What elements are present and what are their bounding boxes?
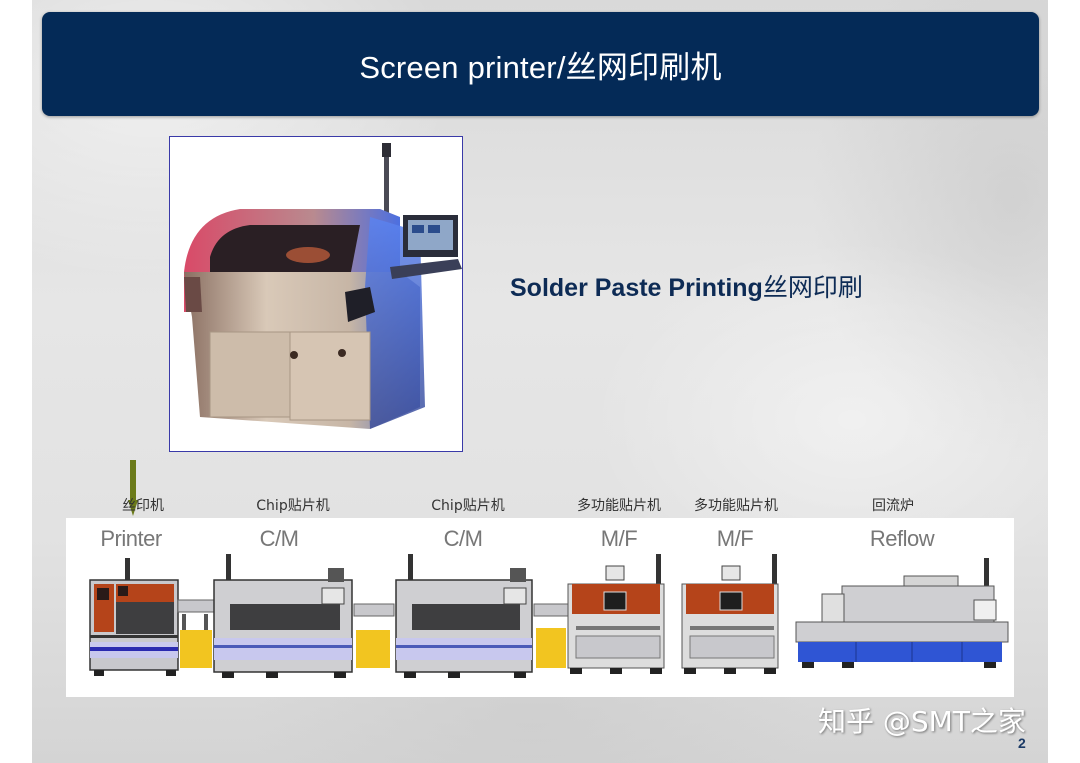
station-cn-label: Chip贴片机 [256, 498, 330, 514]
watermark: 知乎 @SMT之家 [818, 705, 1026, 738]
station-en-label: C/M [259, 526, 299, 551]
station-cn-label: 丝印机 [122, 498, 164, 514]
subtitle-en: Solder Paste Printing [510, 274, 763, 302]
chip-mounter-machine [213, 554, 353, 678]
subtitle: Solder Paste Printing丝网印刷 [510, 268, 863, 304]
slide: Screen printer/丝网印刷机 [32, 0, 1048, 763]
chip-mounter-machine [395, 554, 533, 678]
station-en-label: Reflow [869, 526, 935, 551]
multifunction-mounter-machine [567, 554, 665, 674]
conveyor [533, 603, 569, 668]
station-cn-label: 多功能贴片机 [577, 498, 661, 514]
down-arrow-icon [128, 460, 138, 516]
station-cn-label: 回流炉 [872, 498, 914, 514]
station-en-label: M/F [716, 526, 754, 551]
slide-title: Screen printer/丝网印刷机 [359, 49, 722, 85]
station-cn-label: Chip贴片机 [431, 498, 505, 514]
station-cn-label: 多功能贴片机 [694, 498, 778, 514]
station-en-label: C/M [443, 526, 483, 551]
screen-printer-photo [169, 136, 463, 452]
production-line-diagram [89, 554, 1009, 678]
conveyor [353, 603, 395, 668]
subtitle-cn: 丝网印刷 [762, 274, 863, 302]
screen-printer-machine-illustration [184, 143, 462, 429]
conveyor [177, 599, 215, 668]
reflow-oven-machine [795, 558, 1009, 668]
station-en-label: Printer [100, 526, 162, 551]
page-number: 2 [1018, 735, 1026, 751]
multifunction-mounter-machine [681, 554, 779, 674]
printer-machine [89, 558, 179, 676]
smt-production-line: Printer C/M C/M M/F M/F Reflow [66, 518, 1014, 697]
station-en-label: M/F [600, 526, 638, 551]
title-bar: Screen printer/丝网印刷机 [42, 12, 1039, 116]
